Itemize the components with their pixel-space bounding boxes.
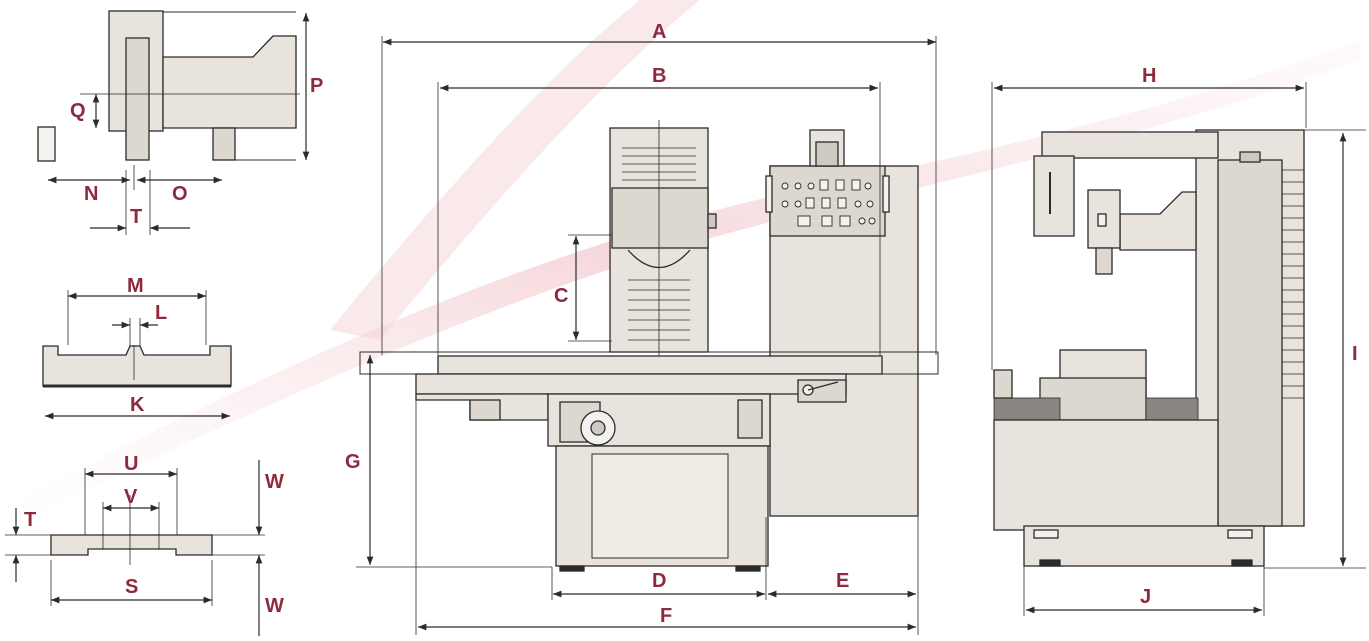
dim-label-T-upper: T — [130, 206, 142, 228]
dim-label-L: L — [155, 302, 167, 324]
dim-label-G: G — [345, 451, 361, 473]
background-swoosh — [20, 0, 1360, 520]
dim-label-E: E — [836, 570, 849, 592]
side-view-machine — [993, 129, 1305, 567]
dim-label-P: P — [310, 75, 323, 97]
side-view-dimensions — [991, 82, 1366, 616]
dim-label-U: U — [124, 453, 138, 475]
dim-label-K: K — [130, 394, 145, 416]
dim-label-B: B — [652, 65, 666, 87]
dim-label-Q: Q — [70, 100, 86, 122]
dim-label-I: I — [1352, 343, 1358, 365]
dim-label-C: C — [554, 285, 568, 307]
dim-label-D: D — [652, 570, 666, 592]
dim-label-N: N — [84, 183, 98, 205]
table-section-dimensions — [45, 290, 230, 420]
wheel-head-detail — [37, 10, 300, 162]
table-section-detail — [42, 345, 232, 388]
dim-label-S: S — [125, 576, 138, 598]
front-view-dimensions — [356, 36, 937, 635]
dim-label-O: O — [172, 183, 188, 205]
dim-label-J: J — [1140, 586, 1151, 608]
dim-label-W-upper: W — [265, 471, 284, 493]
dim-label-T-lower: T — [24, 509, 36, 531]
dim-label-M: M — [127, 275, 144, 297]
wheel-head-dimensions — [48, 12, 310, 235]
front-view-machine — [359, 120, 939, 572]
dim-label-V: V — [124, 486, 138, 508]
tslot-section-dimensions — [12, 460, 263, 636]
dim-label-A: A — [652, 21, 666, 43]
dim-label-H: H — [1142, 65, 1156, 87]
dim-label-W-lower: W — [265, 595, 284, 617]
dim-label-F: F — [660, 605, 672, 627]
